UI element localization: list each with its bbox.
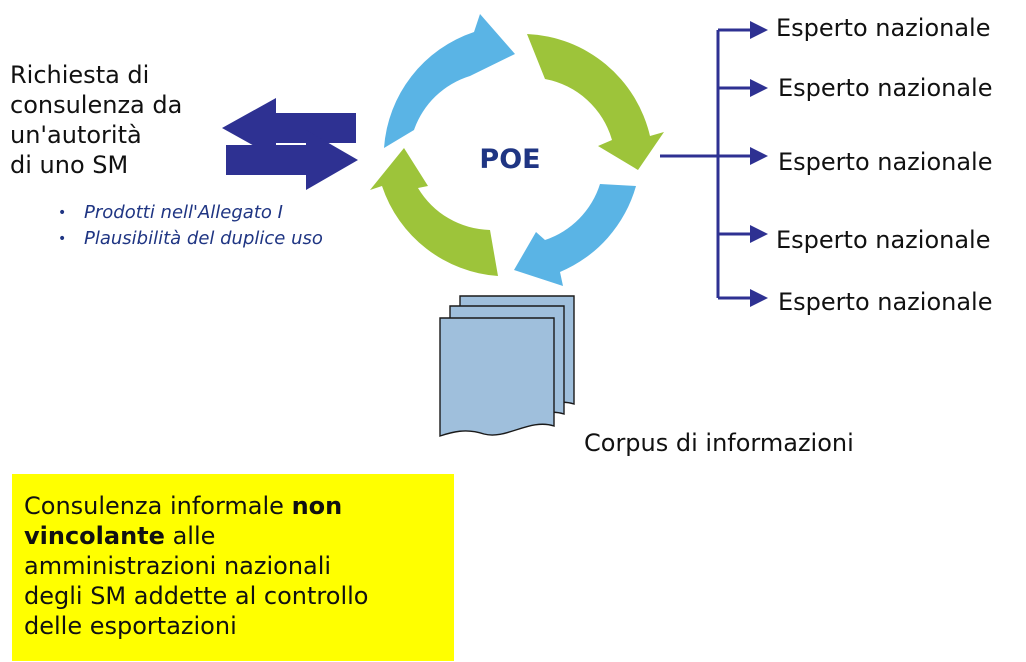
expert-label-5: Esperto nazionale (778, 288, 993, 316)
note-line-3: amministrazioni nazionali (24, 552, 332, 580)
cycle-icon (370, 14, 664, 286)
right-arrow-icon (226, 130, 358, 190)
note-line-5: delle esportazioni (24, 612, 237, 640)
cycle-segment-bottom-right (514, 184, 636, 286)
corpus-label: Corpus di informazioni (584, 429, 854, 457)
expert-label-4: Esperto nazionale (776, 226, 991, 254)
bullet-item-annex: Prodotti nell'Allegato I (58, 200, 323, 226)
request-bullet-list: Prodotti nell'Allegato I Plausibilità de… (58, 200, 323, 252)
cycle-segment-bottom-left (370, 148, 498, 276)
cycle-segment-top-right (527, 34, 664, 170)
request-line-4: di uno SM (10, 151, 129, 179)
expert-branch-connector (660, 21, 768, 307)
note-box: Consulenza informale non vincolante alle… (12, 474, 454, 661)
note-text-part1: Consulenza informale (24, 492, 292, 520)
expert-label-3: Esperto nazionale (778, 148, 993, 176)
poe-label: POE (479, 144, 540, 175)
document-stack-icon (439, 295, 575, 437)
note-line-2: vincolante alle (24, 521, 444, 551)
bullet-item-dual-use: Plausibilità del duplice uso (58, 226, 323, 252)
request-line-3: un'autorità (10, 121, 142, 149)
note-text-part2: alle (164, 522, 216, 550)
expert-label-1: Esperto nazionale (776, 14, 991, 42)
request-text: Richiesta di consulenza da un'autorità d… (10, 60, 230, 180)
note-line-1: Consulenza informale non (24, 491, 444, 521)
note-bold-vincolante: vincolante (24, 522, 165, 550)
cycle-segment-top-left (384, 14, 515, 148)
expert-label-2: Esperto nazionale (778, 74, 993, 102)
note-line-4: degli SM addette al controllo (24, 582, 369, 610)
request-line-1: Richiesta di (10, 61, 150, 89)
request-line-2: consulenza da (10, 91, 183, 119)
note-bold-non: non (291, 492, 343, 520)
